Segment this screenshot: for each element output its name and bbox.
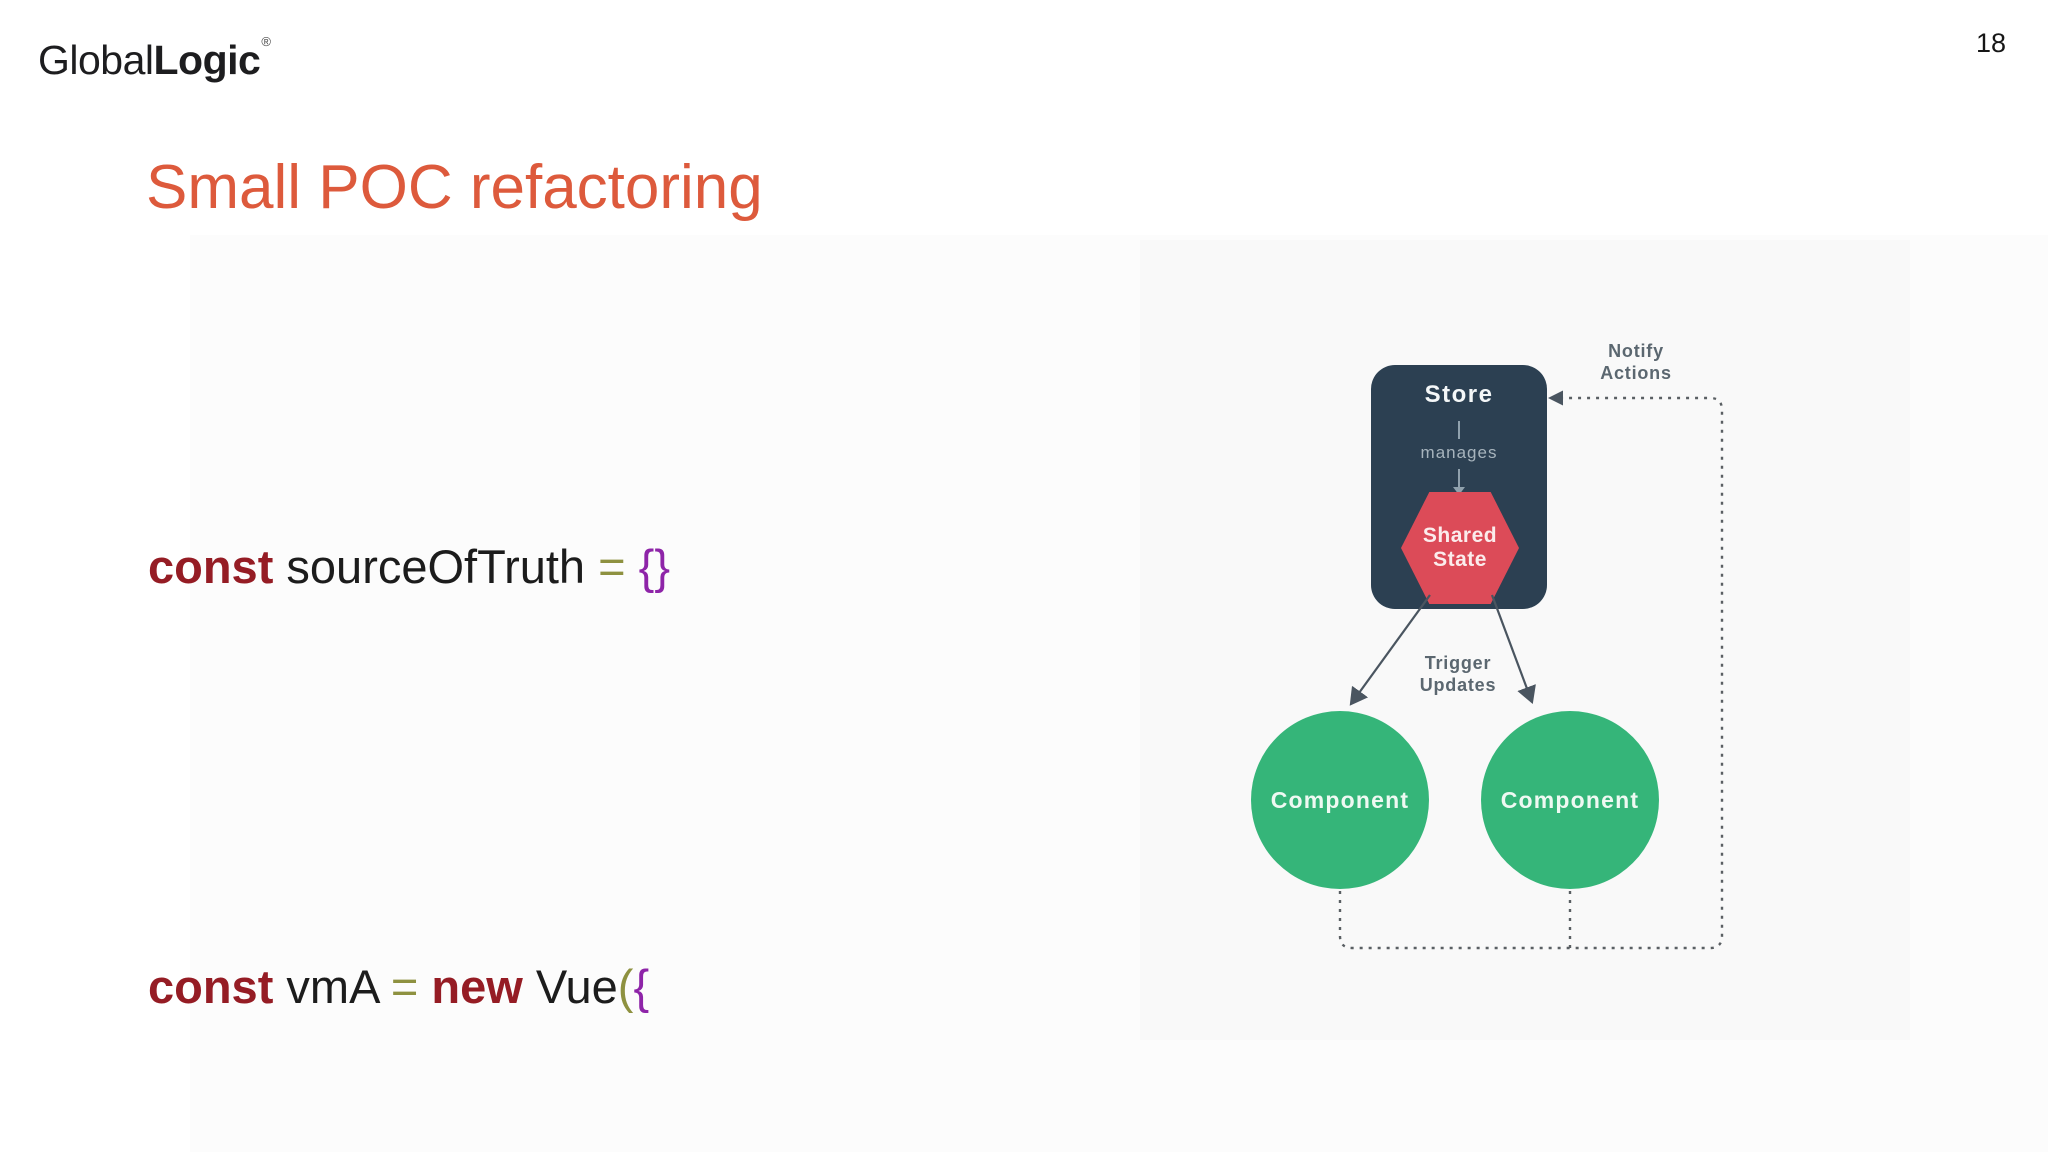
store-label: Store — [1424, 381, 1494, 408]
trigger-label-line2: Updates — [1419, 675, 1497, 695]
shared-state-label-line1: Shared — [1422, 524, 1498, 547]
component-circle-right: Component — [1481, 711, 1659, 889]
notify-arrowhead-icon — [1548, 390, 1563, 406]
code-operator: ( — [617, 960, 634, 1013]
code-text: sourceOfTruth — [273, 540, 599, 593]
globallogic-logo: GlobalLogic® — [38, 34, 271, 84]
slide-title: Small POC refactoring — [146, 153, 763, 222]
code-blank-line — [148, 742, 670, 812]
logo-text-logic: Logic — [153, 37, 261, 83]
notify-actions-dotted-path — [1338, 396, 1724, 950]
manages-arrow-line — [1458, 469, 1460, 487]
code-punctuation: { — [633, 960, 650, 1013]
code-keyword: const — [148, 540, 274, 593]
code-operator: = — [598, 540, 626, 593]
code-keyword: const — [148, 960, 274, 1013]
component-left-label: Component — [1270, 786, 1410, 813]
code-text — [418, 960, 431, 1013]
code-line: const sourceOfTruth = {} — [148, 532, 670, 602]
trigger-arrow-right — [1490, 594, 1536, 705]
notify-actions-label: Notify Actions — [1566, 340, 1706, 384]
shared-state-hexagon: Shared State — [1401, 492, 1519, 604]
code-keyword: new — [431, 960, 523, 1013]
code-line: const vmA = new Vue({ — [148, 952, 670, 1022]
component-circle-left: Component — [1251, 711, 1429, 889]
component-right-label: Component — [1500, 786, 1640, 813]
page-number: 18 — [1976, 28, 2007, 58]
trigger-label-line1: Trigger — [1424, 653, 1492, 673]
notify-label-line1: Notify — [1608, 341, 1664, 361]
notify-label-line2: Actions — [1600, 363, 1672, 383]
manages-label: manages — [1420, 443, 1498, 462]
store-connector-line — [1458, 421, 1460, 439]
trigger-updates-label: Trigger Updates — [1388, 652, 1528, 696]
logo-text-global: Global — [38, 37, 154, 83]
diagram-connectors — [1338, 390, 1724, 950]
manages-arrow-icon — [1453, 487, 1465, 495]
code-text: Vue — [522, 960, 618, 1013]
registered-mark: ® — [261, 34, 271, 49]
code-text: vmA — [273, 960, 391, 1013]
code-punctuation: {} — [638, 540, 671, 593]
code-snippet: const sourceOfTruth = {} const vmA = new… — [148, 392, 670, 1152]
code-operator: = — [390, 960, 419, 1013]
trigger-arrow-left — [1349, 594, 1431, 706]
store-box: Store manages Shared State — [1371, 365, 1547, 609]
shared-state-label-line2: State — [1433, 548, 1487, 571]
code-text — [626, 540, 639, 593]
